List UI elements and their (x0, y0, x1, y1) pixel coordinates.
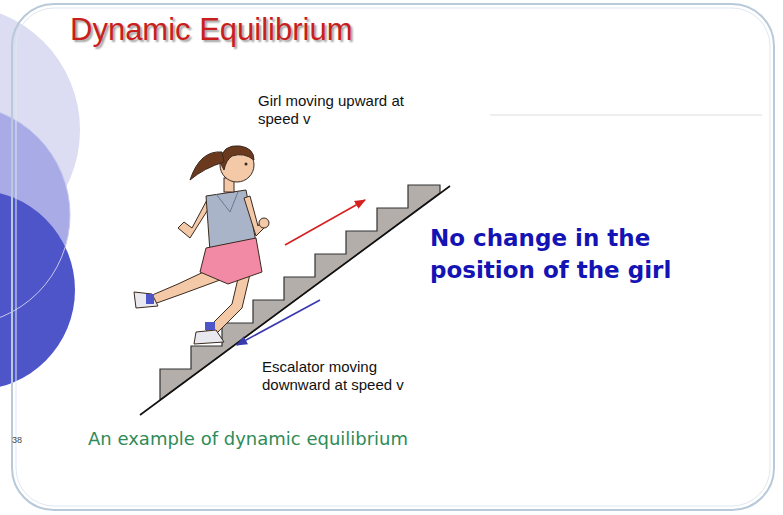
arrow-label: Girl moving upward at speed v (258, 92, 436, 128)
rule-line (490, 115, 762, 116)
slide-title: Dynamic Equilibrium (70, 12, 353, 48)
slide-frame-inner (16, 8, 770, 506)
slide-frame (12, 4, 774, 510)
girl-figure (134, 146, 269, 344)
downward-arrow (237, 300, 320, 345)
upward-arrow (285, 200, 365, 245)
escalator-steps (160, 185, 440, 400)
slide-number: 38 (12, 436, 42, 446)
escalator-rail (140, 186, 450, 415)
arrow-label: Escalator moving downward at speed v (262, 358, 440, 394)
slide-caption: An example of dynamic equilibrium (88, 428, 408, 449)
statement-text: No change in the position of the girl (430, 222, 722, 286)
